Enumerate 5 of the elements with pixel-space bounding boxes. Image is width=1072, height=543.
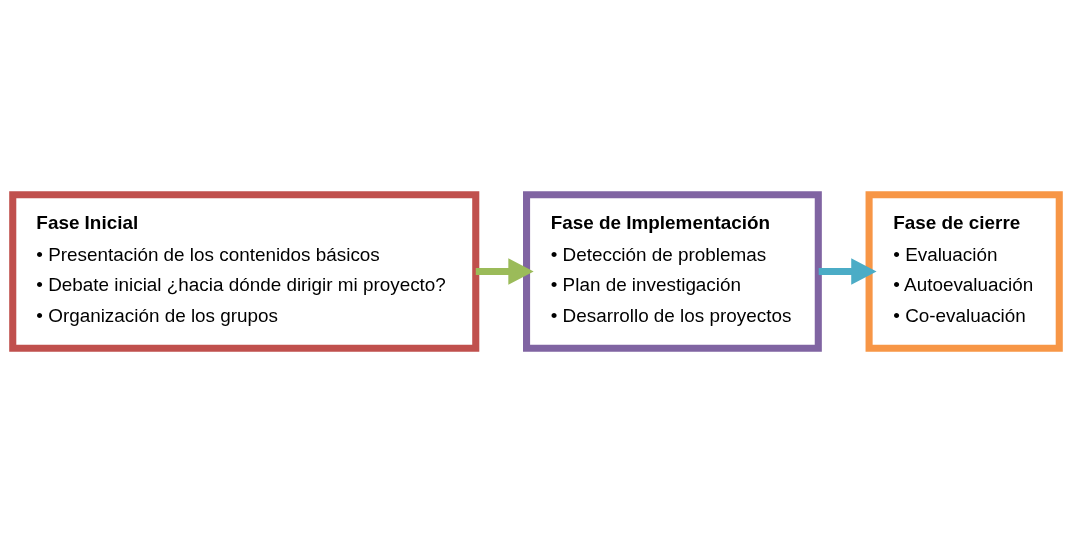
node-box: Fase de Implementación • Detección de problemas • Plan de investigación • Desarrollo de los proyectos [523, 191, 822, 352]
node-box: Fase de cierre • Evaluación • Autoevaluación • Co-evaluación [865, 191, 1063, 352]
node-box: Fase Inicial • Presentación de los contenidos básicos • Debate inicial ¿hacia dónde dirigir mi proyecto? • Organización de los grupos [9, 191, 480, 352]
arrow [475, 258, 534, 285]
arrow [818, 258, 877, 285]
